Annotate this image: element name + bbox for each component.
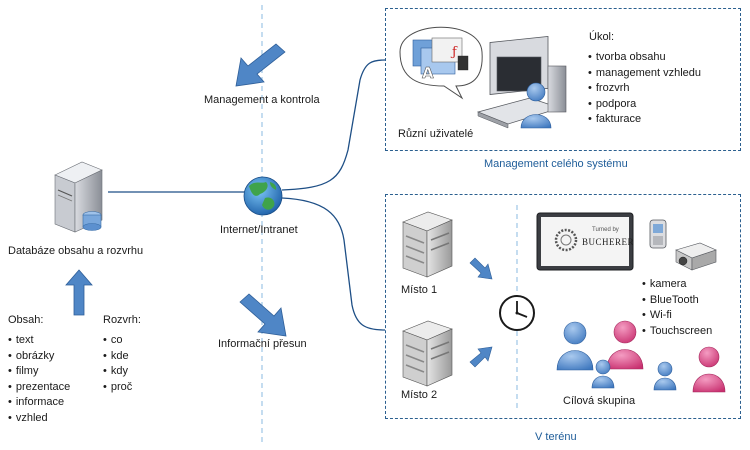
building-2-icon bbox=[402, 320, 453, 387]
person-pink-large-icon bbox=[606, 320, 644, 370]
label-management-control: Management a kontrola bbox=[204, 94, 320, 106]
arrow-info-transfer-icon bbox=[239, 293, 287, 337]
projector-icon bbox=[675, 242, 717, 271]
phone-icon bbox=[649, 219, 667, 249]
person-blue-large-icon bbox=[556, 321, 594, 371]
content-list: text obrázky filmy prezentace informace … bbox=[8, 333, 70, 426]
building-1-icon bbox=[402, 211, 453, 278]
label-internet: Internet/Intranet bbox=[220, 224, 298, 236]
list-item: podpora bbox=[588, 97, 701, 113]
list-item: text bbox=[8, 333, 70, 349]
list-item: informace bbox=[8, 395, 70, 411]
list-item: proč bbox=[103, 380, 132, 396]
clock-icon bbox=[499, 295, 535, 331]
server-icon bbox=[54, 161, 103, 233]
label-info-transfer: Informační přesun bbox=[218, 338, 307, 350]
svg-text:A: A bbox=[422, 64, 434, 82]
task-list: tvorba obsahu management vzhledu frozvrh… bbox=[588, 50, 701, 128]
arrow-place1-icon bbox=[469, 257, 493, 280]
list-item: vzhled bbox=[8, 411, 70, 427]
devices-list: kamera BlueTooth Wi-fi Touchscreen bbox=[642, 277, 712, 339]
svg-text:ƒ: ƒ bbox=[450, 45, 458, 60]
line-internet-management bbox=[281, 59, 386, 191]
list-item: Wi-fi bbox=[642, 308, 712, 324]
list-item: fakturace bbox=[588, 112, 701, 128]
arrow-place2-icon bbox=[469, 346, 493, 368]
label-place2: Místo 2 bbox=[401, 389, 438, 401]
label-place1: Místo 1 bbox=[401, 284, 438, 296]
person-blue-small-2-icon bbox=[653, 361, 677, 391]
list-item: Touchscreen bbox=[642, 324, 712, 340]
line-internet-field bbox=[281, 197, 386, 331]
label-database: Databáze obsahu a rozvrhu bbox=[8, 245, 144, 257]
list-item: co bbox=[103, 333, 132, 349]
list-item: kdy bbox=[103, 364, 132, 380]
speech-bubble-icon: ƒ A bbox=[399, 26, 483, 100]
user-icon bbox=[520, 82, 552, 129]
label-various-users: Různí uživatelé bbox=[398, 128, 474, 140]
list-item: obrázky bbox=[8, 349, 70, 365]
task-heading: Úkol: bbox=[589, 31, 615, 43]
screen-brand: BUCHERER bbox=[582, 237, 635, 247]
display-screen-icon bbox=[536, 212, 634, 271]
list-item: kde bbox=[103, 349, 132, 365]
list-item: prezentace bbox=[8, 380, 70, 396]
globe-icon bbox=[243, 176, 283, 216]
content-heading: Obsah: bbox=[8, 314, 44, 326]
field-box bbox=[385, 194, 741, 419]
person-blue-small-icon bbox=[591, 359, 615, 389]
label-target-group: Cílová skupina bbox=[563, 395, 636, 407]
list-item: frozvrh bbox=[588, 81, 701, 97]
management-box bbox=[385, 8, 741, 151]
list-item: tvorba obsahu bbox=[588, 50, 701, 66]
list-item: filmy bbox=[8, 364, 70, 380]
list-item: BlueTooth bbox=[642, 293, 712, 309]
label-management-system: Management celého systému bbox=[484, 158, 628, 170]
arrow-up-icon bbox=[65, 269, 93, 316]
list-item: management vzhledu bbox=[588, 66, 701, 82]
person-pink-medium-icon bbox=[692, 346, 726, 393]
screen-tagline: Turned by bbox=[592, 227, 619, 233]
schedule-heading: Rozvrh: bbox=[103, 314, 141, 326]
schedule-list: co kde kdy proč bbox=[103, 333, 132, 395]
label-in-field: V terénu bbox=[535, 431, 577, 443]
list-item: kamera bbox=[642, 277, 712, 293]
arrow-management-icon bbox=[235, 43, 286, 87]
